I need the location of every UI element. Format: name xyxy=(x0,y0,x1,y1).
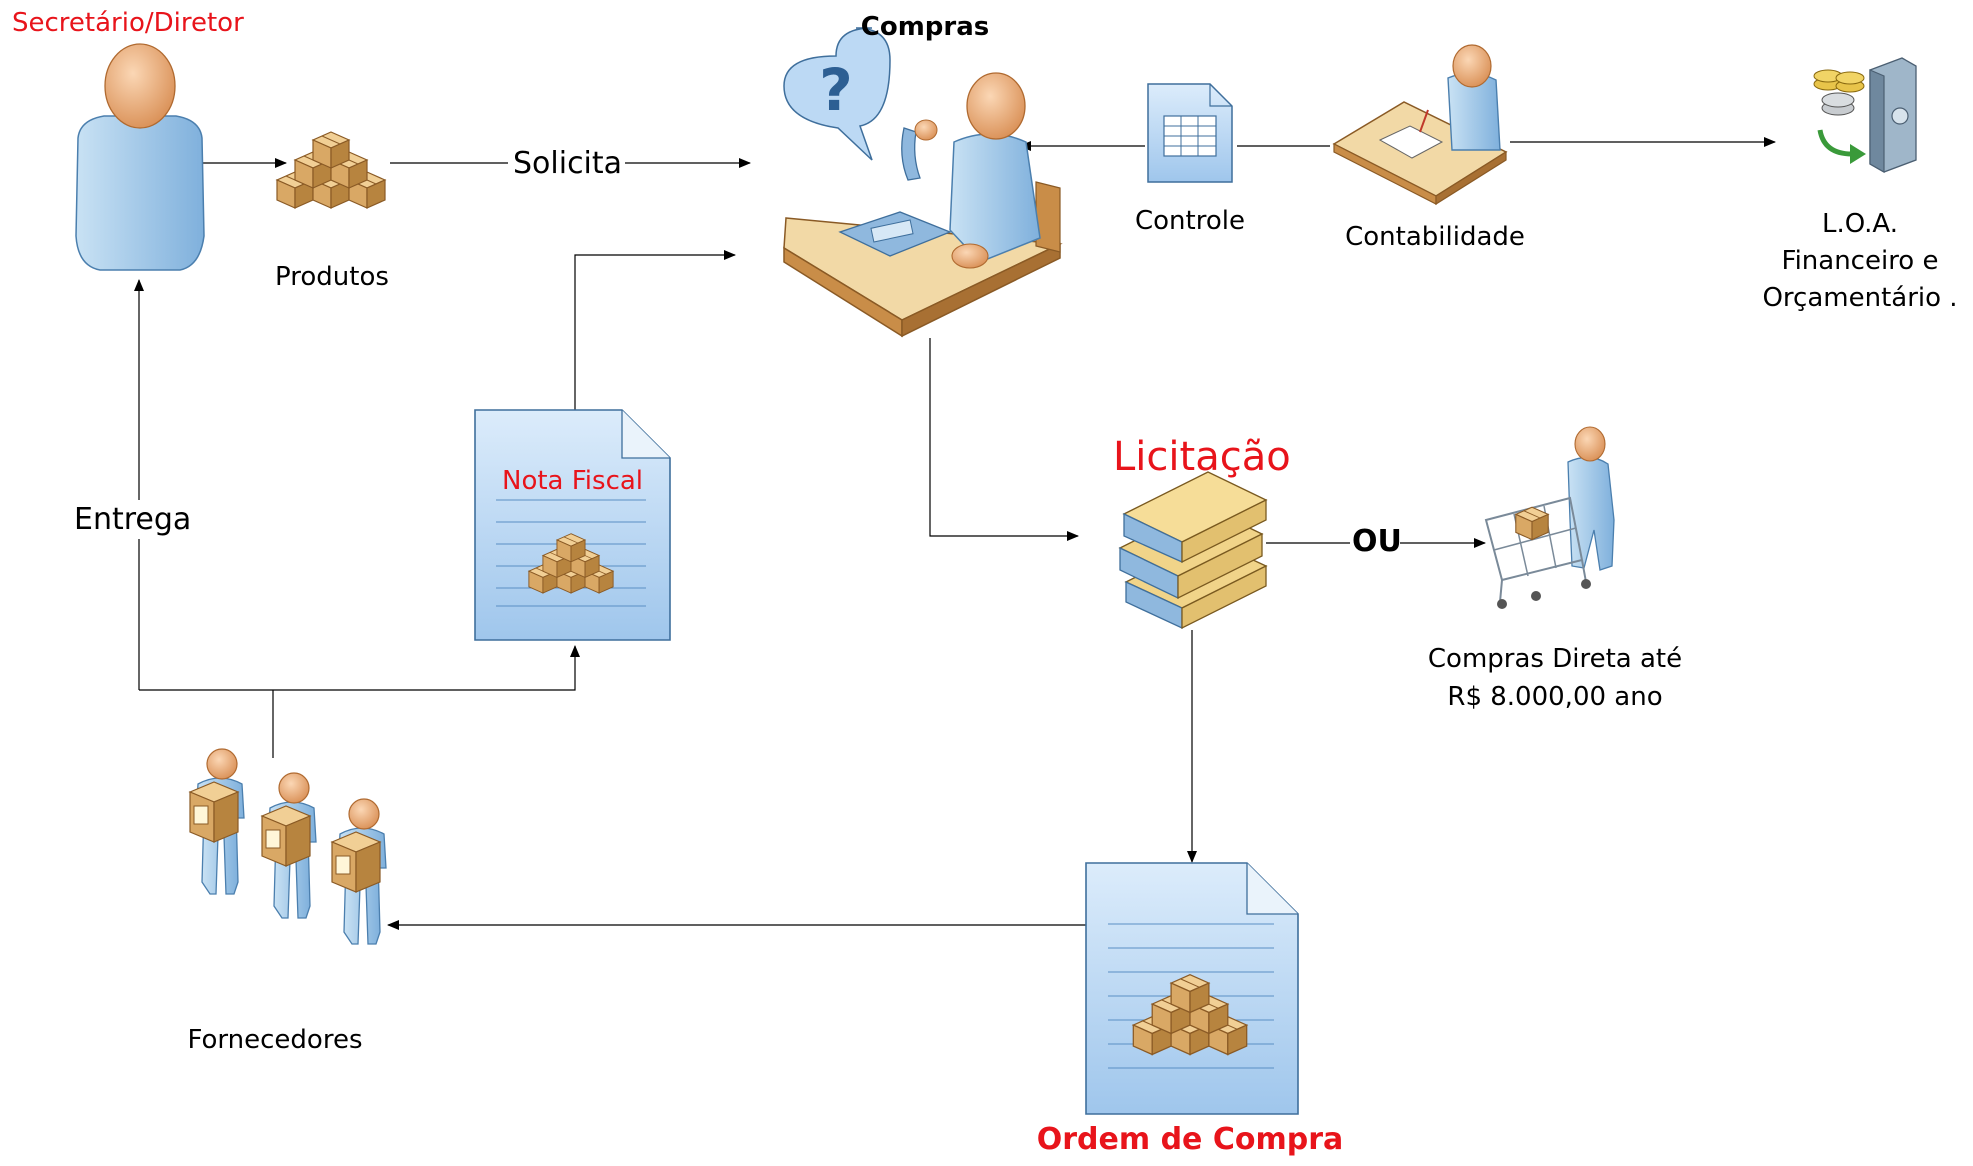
budget-label-line3: Orçamentário . xyxy=(1762,283,1958,313)
direct-purchase-cart-icon xyxy=(1484,426,1615,609)
director-label: Secretário/Diretor xyxy=(12,8,244,38)
director-person-icon xyxy=(75,43,205,271)
invoice-label: Nota Fiscal xyxy=(502,466,644,496)
bidding-books-icon xyxy=(1118,471,1268,630)
accounting-label: Contabilidade xyxy=(1345,222,1525,252)
budget-label-line2: Financeiro e xyxy=(1781,246,1939,276)
budget-safe-icon xyxy=(1813,57,1917,174)
arrow-purchasing-to-bidding xyxy=(929,338,1079,541)
control-spreadsheet-icon xyxy=(1147,83,1233,183)
budget-label: L.O.A. Financeiro e Orçamentário . xyxy=(1760,206,1960,317)
question-bubble-icon: ? xyxy=(783,27,891,161)
purchase-order-document-icon xyxy=(1085,862,1299,1115)
connectors xyxy=(134,137,1776,930)
direct-purchase-label-line2: R$ 8.000,00 ano xyxy=(1447,682,1663,712)
invoice-document-icon xyxy=(474,409,671,641)
purchasing-desk-icon xyxy=(783,72,1063,338)
products-boxes-icon xyxy=(277,132,385,208)
svg-text:?: ? xyxy=(819,56,853,124)
purchasing-label: Compras xyxy=(860,12,990,42)
arrow-invoice-to-purchasing xyxy=(574,250,736,410)
request-edge-label: Solicita xyxy=(510,146,626,181)
suppliers-group-icon xyxy=(189,748,387,945)
arrow-suppliers-to-invoice xyxy=(139,645,580,691)
direct-purchase-label-line1: Compras Direta até xyxy=(1427,644,1683,674)
accounting-desk-icon xyxy=(1332,44,1508,206)
purchase-order-label: Ordem de Compra xyxy=(1036,1122,1344,1157)
suppliers-label: Fornecedores xyxy=(187,1025,363,1055)
or-edge-label: OU xyxy=(1352,524,1402,559)
budget-label-line1: L.O.A. xyxy=(1821,209,1899,239)
control-label: Controle xyxy=(1135,206,1245,236)
direct-purchase-label: Compras Direta até R$ 8.000,00 ano xyxy=(1410,640,1700,716)
delivery-edge-label: Entrega xyxy=(74,500,192,539)
products-label: Produtos xyxy=(275,262,389,292)
bidding-label: Licitação xyxy=(1113,434,1291,480)
